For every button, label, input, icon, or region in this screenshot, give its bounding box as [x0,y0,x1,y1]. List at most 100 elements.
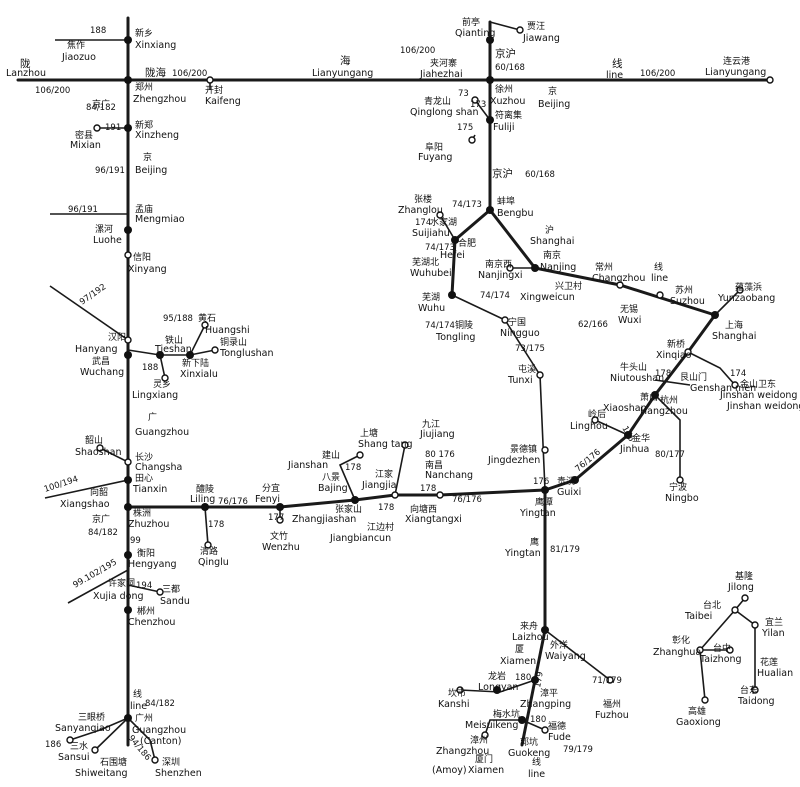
svg-text:铁山: 铁山 [165,334,183,346]
svg-text:醴陵: 醴陵 [196,483,214,495]
svg-text:宁国: 宁国 [508,316,526,328]
code-label: 194 [136,581,152,591]
svg-text:Chenzhou: Chenzhou [128,617,175,628]
svg-text:焦作: 焦作 [67,39,85,51]
code-label: 76/176 [452,495,482,505]
svg-text:青龙山: 青龙山 [424,95,451,107]
line-label-hai: 海 [340,54,351,67]
svg-text:田心: 田心 [135,473,153,484]
svg-text:Wenzhu: Wenzhu [262,542,300,553]
code-label: 84/182 [88,528,118,538]
svg-text:杭州: 杭州 [660,394,678,406]
svg-text:Nanjingxi: Nanjingxi [478,270,523,281]
code-label: 186 [45,740,61,750]
svg-text:Hengyang: Hengyang [128,559,177,570]
svg-text:Fuliji: Fuliji [493,122,515,133]
svg-text:Shaoshan: Shaoshan [75,447,122,458]
svg-text:徐州: 徐州 [495,83,513,95]
svg-text:沪: 沪 [545,224,554,236]
svg-text:Luohe: Luohe [93,235,122,246]
svg-text:鹰: 鹰 [530,536,539,548]
svg-text:Sanyanqiao: Sanyanqiao [55,723,111,734]
svg-text:三水: 三水 [70,740,88,752]
svg-text:Waiyang: Waiyang [545,651,586,662]
svg-text:Wuchang: Wuchang [80,367,124,378]
svg-text:新郑: 新郑 [135,119,153,131]
svg-text:彰化: 彰化 [672,634,690,646]
branch-lines [44,21,756,761]
svg-text:金华: 金华 [632,432,650,444]
svg-text:Jiangbiancun: Jiangbiancun [329,533,391,544]
svg-text:三都: 三都 [162,584,180,595]
svg-text:龙岩: 龙岩 [488,670,506,682]
svg-text:Jiahezhai: Jiahezhai [419,69,463,80]
svg-text:Sansui: Sansui [58,752,89,763]
svg-text:Changzhou: Changzhou [592,273,645,284]
svg-text:Qinglu: Qinglu [198,557,229,568]
svg-text:Jiawang: Jiawang [522,33,560,44]
svg-text:石围塘: 石围塘 [100,756,127,768]
line-label-line: line [606,70,623,81]
svg-text:Wuhubei: Wuhubei [410,268,452,279]
svg-text:蕴藻浜: 蕴藻浜 [735,281,762,293]
svg-text:牛头山: 牛头山 [620,361,647,373]
svg-text:三眼桥: 三眼桥 [78,711,105,723]
code-label: 81/179 [550,545,580,555]
code-label: 173 [470,100,486,110]
svg-text:南昌: 南昌 [425,459,443,471]
svg-text:Xinyang: Xinyang [128,264,167,275]
line-label-xian: 线 [612,57,623,70]
svg-text:Genshan men: Genshan men [690,383,756,394]
svg-text:Mixian: Mixian [70,140,101,151]
svg-text:Zhangzhou: Zhangzhou [436,746,489,757]
svg-text:Qianting: Qianting [455,28,495,39]
svg-text:Yingtan: Yingtan [519,508,556,519]
svg-text:新桥: 新桥 [667,338,685,350]
svg-text:新乡: 新乡 [135,27,153,39]
svg-text:Zhangping: Zhangping [520,699,571,710]
svg-text:基隆: 基隆 [735,570,753,582]
svg-text:南京: 南京 [543,249,561,261]
svg-text:Tianxin: Tianxin [132,484,167,495]
svg-text:Tunxi: Tunxi [507,375,533,386]
svg-text:Xiangtangxi: Xiangtangxi [405,514,462,525]
code-label: 97/192 [78,282,108,307]
svg-text:Jiaozuo: Jiaozuo [61,52,96,63]
svg-text:Xiamen: Xiamen [500,656,536,667]
